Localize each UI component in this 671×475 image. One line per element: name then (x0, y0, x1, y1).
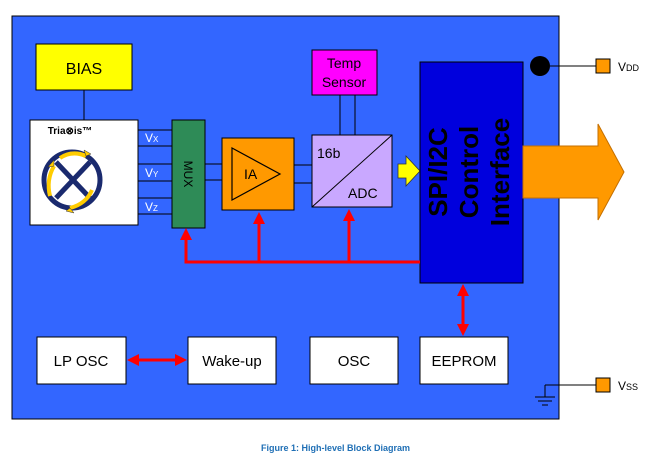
temp-label-line2: Sensor (322, 74, 367, 90)
vdd-label: VDD (618, 60, 640, 74)
vz-label: VZ (145, 200, 158, 214)
vdd-pin (595, 58, 611, 74)
ia-label: IA (244, 166, 258, 182)
lp-osc-label: LP OSC (54, 353, 109, 370)
adc-label: ADC (348, 185, 378, 201)
temp-label-line1: Temp (327, 55, 361, 71)
vdd-node (530, 56, 550, 76)
eeprom-block (419, 336, 509, 385)
ia-amplifier-symbol (231, 146, 282, 202)
osc-label: OSC (338, 353, 371, 370)
control-bus-red (180, 228, 420, 264)
bias-block (35, 43, 133, 91)
vx-label: VX (145, 131, 159, 145)
eeprom-label: EEPROM (431, 353, 496, 370)
spi-label-line2: Control (454, 126, 484, 218)
output-arrow (522, 123, 625, 221)
adc-to-spi-arrow (397, 154, 421, 188)
temp-sensor-block (311, 49, 378, 96)
lp-osc-block (36, 336, 127, 385)
wakeup-block (187, 336, 277, 385)
vss-label: VSS (618, 379, 638, 393)
adc-diagonal (311, 134, 393, 208)
ground-icon (535, 385, 555, 406)
spi-label-line1: SPI/I2C (423, 127, 453, 217)
spi-i2c-block (419, 61, 524, 284)
vss-pin (595, 377, 611, 393)
spi-label-line3: Interface (485, 118, 515, 226)
bias-label: BIAS (66, 61, 102, 78)
adc-bits-label: 16b (317, 145, 341, 161)
triaxis-icon (41, 149, 103, 214)
wakeup-label: Wake-up (202, 353, 261, 370)
vy-label: VY (145, 166, 159, 180)
mux-label: MUX (181, 161, 195, 188)
figure-caption: Figure 1: High-level Block Diagram (260, 443, 411, 453)
osc-block (309, 336, 399, 385)
sensor-brand-label: Tria⊗is™ (48, 126, 93, 137)
